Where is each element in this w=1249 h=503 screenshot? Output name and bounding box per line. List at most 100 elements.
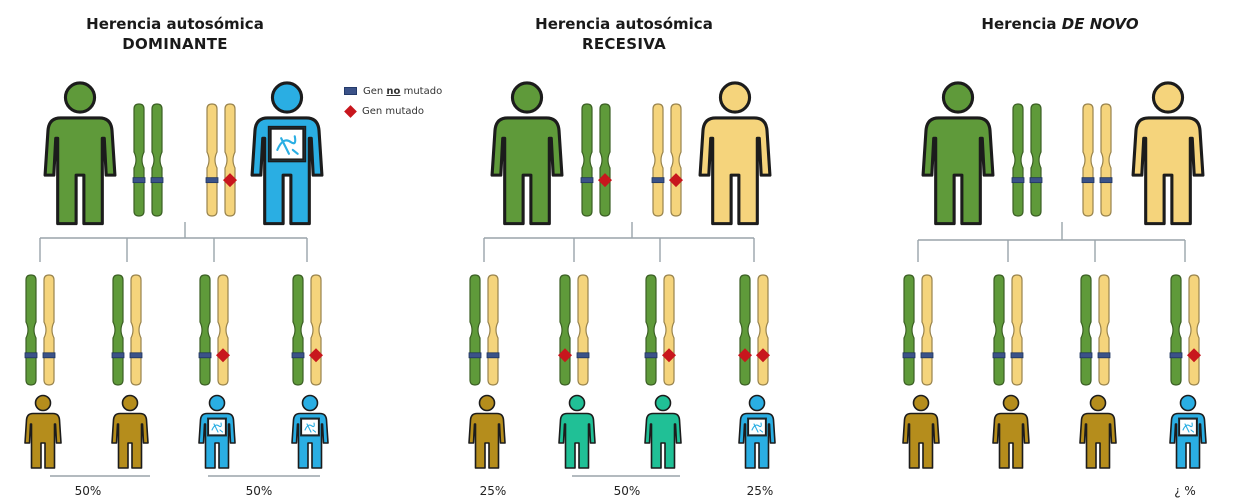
parent-mother-figure-de-novo (1131, 81, 1205, 226)
chromosome (217, 274, 229, 386)
normal-gene-band (1169, 352, 1183, 359)
mutated-gene-marker (309, 348, 323, 363)
parent-father-figure-de-novo (921, 81, 995, 226)
normal-gene-band (920, 352, 934, 359)
mutated-gene-marker (662, 348, 676, 363)
parent-father-figure (43, 81, 117, 226)
child-figure-de-novo-2 (992, 394, 1030, 469)
title-recessive: Herencia autosómica RECESIVA (494, 14, 754, 54)
normal-gene-swatch (344, 87, 357, 95)
normal-gene-band (1011, 177, 1025, 184)
legend-mutated-gene: Gen mutado (344, 101, 442, 121)
chromosome (1100, 103, 1112, 217)
child-figure-de-novo-4 (1169, 394, 1207, 469)
child-figure-de-novo-1 (902, 394, 940, 469)
title-dominant: Herencia autosómica DOMINANTE (45, 14, 305, 54)
chromosome (1030, 103, 1042, 217)
chromosome (133, 103, 145, 217)
chromosome (581, 103, 593, 217)
chromosome (130, 274, 142, 386)
normal-gene-band (198, 352, 212, 359)
legend: Gen no mutado Gen mutado (344, 81, 442, 121)
normal-gene-band (1029, 177, 1043, 184)
normal-gene-band (486, 352, 500, 359)
normal-gene-band (992, 352, 1006, 359)
legend-normal-label: Gen no mutado (363, 85, 443, 97)
chromosome (757, 274, 769, 386)
normal-gene-band (129, 352, 143, 359)
normal-gene-band (651, 177, 665, 184)
title-dominant-line1: Herencia autosómica (86, 15, 264, 33)
normal-gene-band (205, 177, 219, 184)
normal-gene-band (291, 352, 305, 359)
chromosome (663, 274, 675, 386)
mutated-gene-marker (1187, 348, 1201, 363)
normal-gene-band (902, 352, 916, 359)
chromosome (559, 274, 571, 386)
chromosome (1012, 103, 1024, 217)
pct-recessive-affected: 25% (746, 484, 774, 498)
normal-gene-band (644, 352, 658, 359)
chromosome (43, 274, 55, 386)
title-recessive-line1: Herencia autosómica (535, 15, 713, 33)
child-figure-de-novo-3 (1079, 394, 1117, 469)
chromosome (151, 103, 163, 217)
normal-gene-band (1079, 352, 1093, 359)
mutated-gene-marker (223, 173, 237, 188)
normal-gene-band (1097, 352, 1111, 359)
normal-gene-band (576, 352, 590, 359)
parent-carrier-father-figure (490, 81, 564, 226)
pct-recessive-carriers: 50% (613, 484, 641, 498)
mutated-gene-marker (598, 173, 612, 188)
chromosome (1170, 274, 1182, 386)
normal-gene-band (580, 177, 594, 184)
chromosome (292, 274, 304, 386)
mutated-gene-marker (756, 348, 770, 363)
pct-recessive-unaffected: 25% (479, 484, 507, 498)
normal-gene-band (1099, 177, 1113, 184)
mutated-gene-marker (738, 348, 752, 363)
chromosome (469, 274, 481, 386)
chromosome (903, 274, 915, 386)
chromosome (112, 274, 124, 386)
chromosome (993, 274, 1005, 386)
title-dominant-line2: DOMINANTE (122, 35, 228, 53)
chromosome (670, 103, 682, 217)
chromosome (652, 103, 664, 217)
chromosome (206, 103, 218, 217)
pct-dominant-unaffected: 50% (74, 484, 102, 498)
normal-gene-band (150, 177, 164, 184)
mutated-gene-marker (669, 173, 683, 188)
mutated-gene-marker (216, 348, 230, 363)
chromosome (1082, 103, 1094, 217)
normal-gene-band (24, 352, 38, 359)
title-recessive-line2: RECESIVA (581, 35, 667, 53)
legend-normal-gene: Gen no mutado (344, 81, 442, 101)
child-figure-recessive-2 (558, 394, 596, 469)
pct-dominant-affected: 50% (245, 484, 273, 498)
chromosome (25, 274, 37, 386)
title-de-novo-prefix: Herencia (981, 15, 1062, 33)
child-figure-dominant-2 (111, 394, 149, 469)
chromosome (224, 103, 236, 217)
chromosome (577, 274, 589, 386)
normal-gene-band (1081, 177, 1095, 184)
child-figure-dominant-4 (291, 394, 329, 469)
chromosome (599, 103, 611, 217)
normal-gene-band (1010, 352, 1024, 359)
chromosome (921, 274, 933, 386)
parent-carrier-mother-figure (698, 81, 772, 226)
chromosome (739, 274, 751, 386)
title-de-novo: Herencia DE NOVO (930, 14, 1190, 34)
chromosome (199, 274, 211, 386)
child-figure-recessive-3 (644, 394, 682, 469)
pct-de-novo: ¿ % (1174, 484, 1196, 498)
chromosome (1188, 274, 1200, 386)
title-de-novo-italic: DE NOVO (1061, 15, 1139, 33)
normal-gene-band (132, 177, 146, 184)
chromosome (1080, 274, 1092, 386)
chromosome (1011, 274, 1023, 386)
chromosome (487, 274, 499, 386)
